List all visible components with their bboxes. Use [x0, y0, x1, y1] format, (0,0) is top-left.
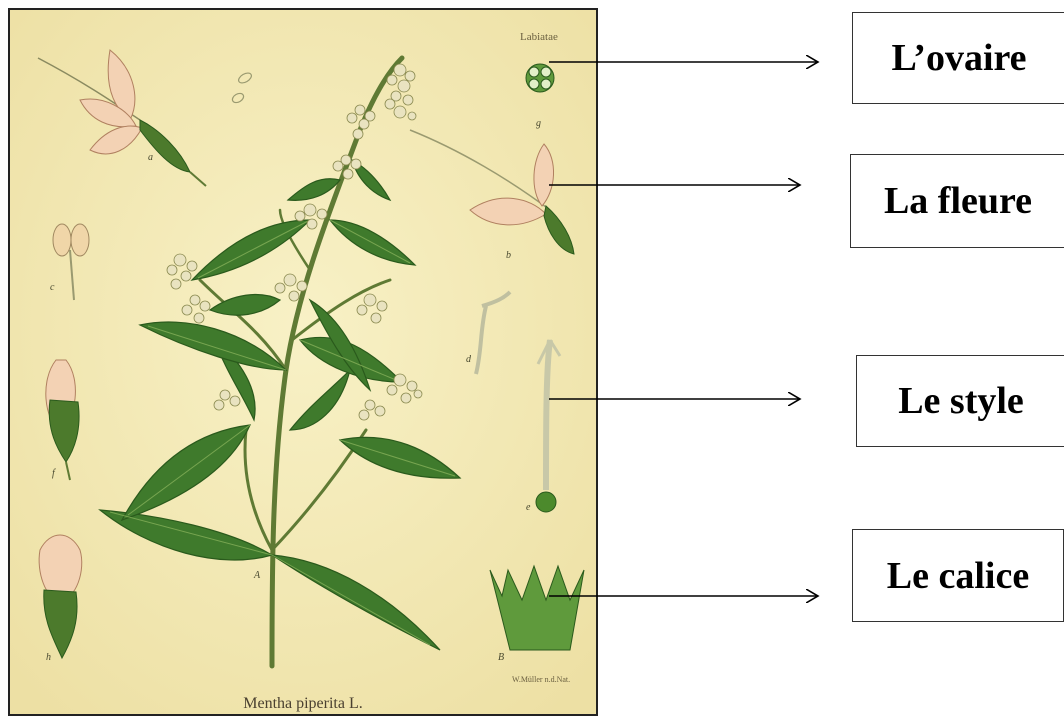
- label-flower: La fleure: [850, 154, 1064, 248]
- label-style-text: Le style: [898, 379, 1024, 423]
- label-flower-text: La fleure: [884, 179, 1032, 223]
- label-calyx: Le calice: [852, 529, 1064, 622]
- label-calyx-text: Le calice: [887, 554, 1029, 598]
- label-ovary-text: L’ovaire: [891, 36, 1026, 80]
- label-style: Le style: [856, 355, 1064, 447]
- label-ovary: L’ovaire: [852, 12, 1064, 104]
